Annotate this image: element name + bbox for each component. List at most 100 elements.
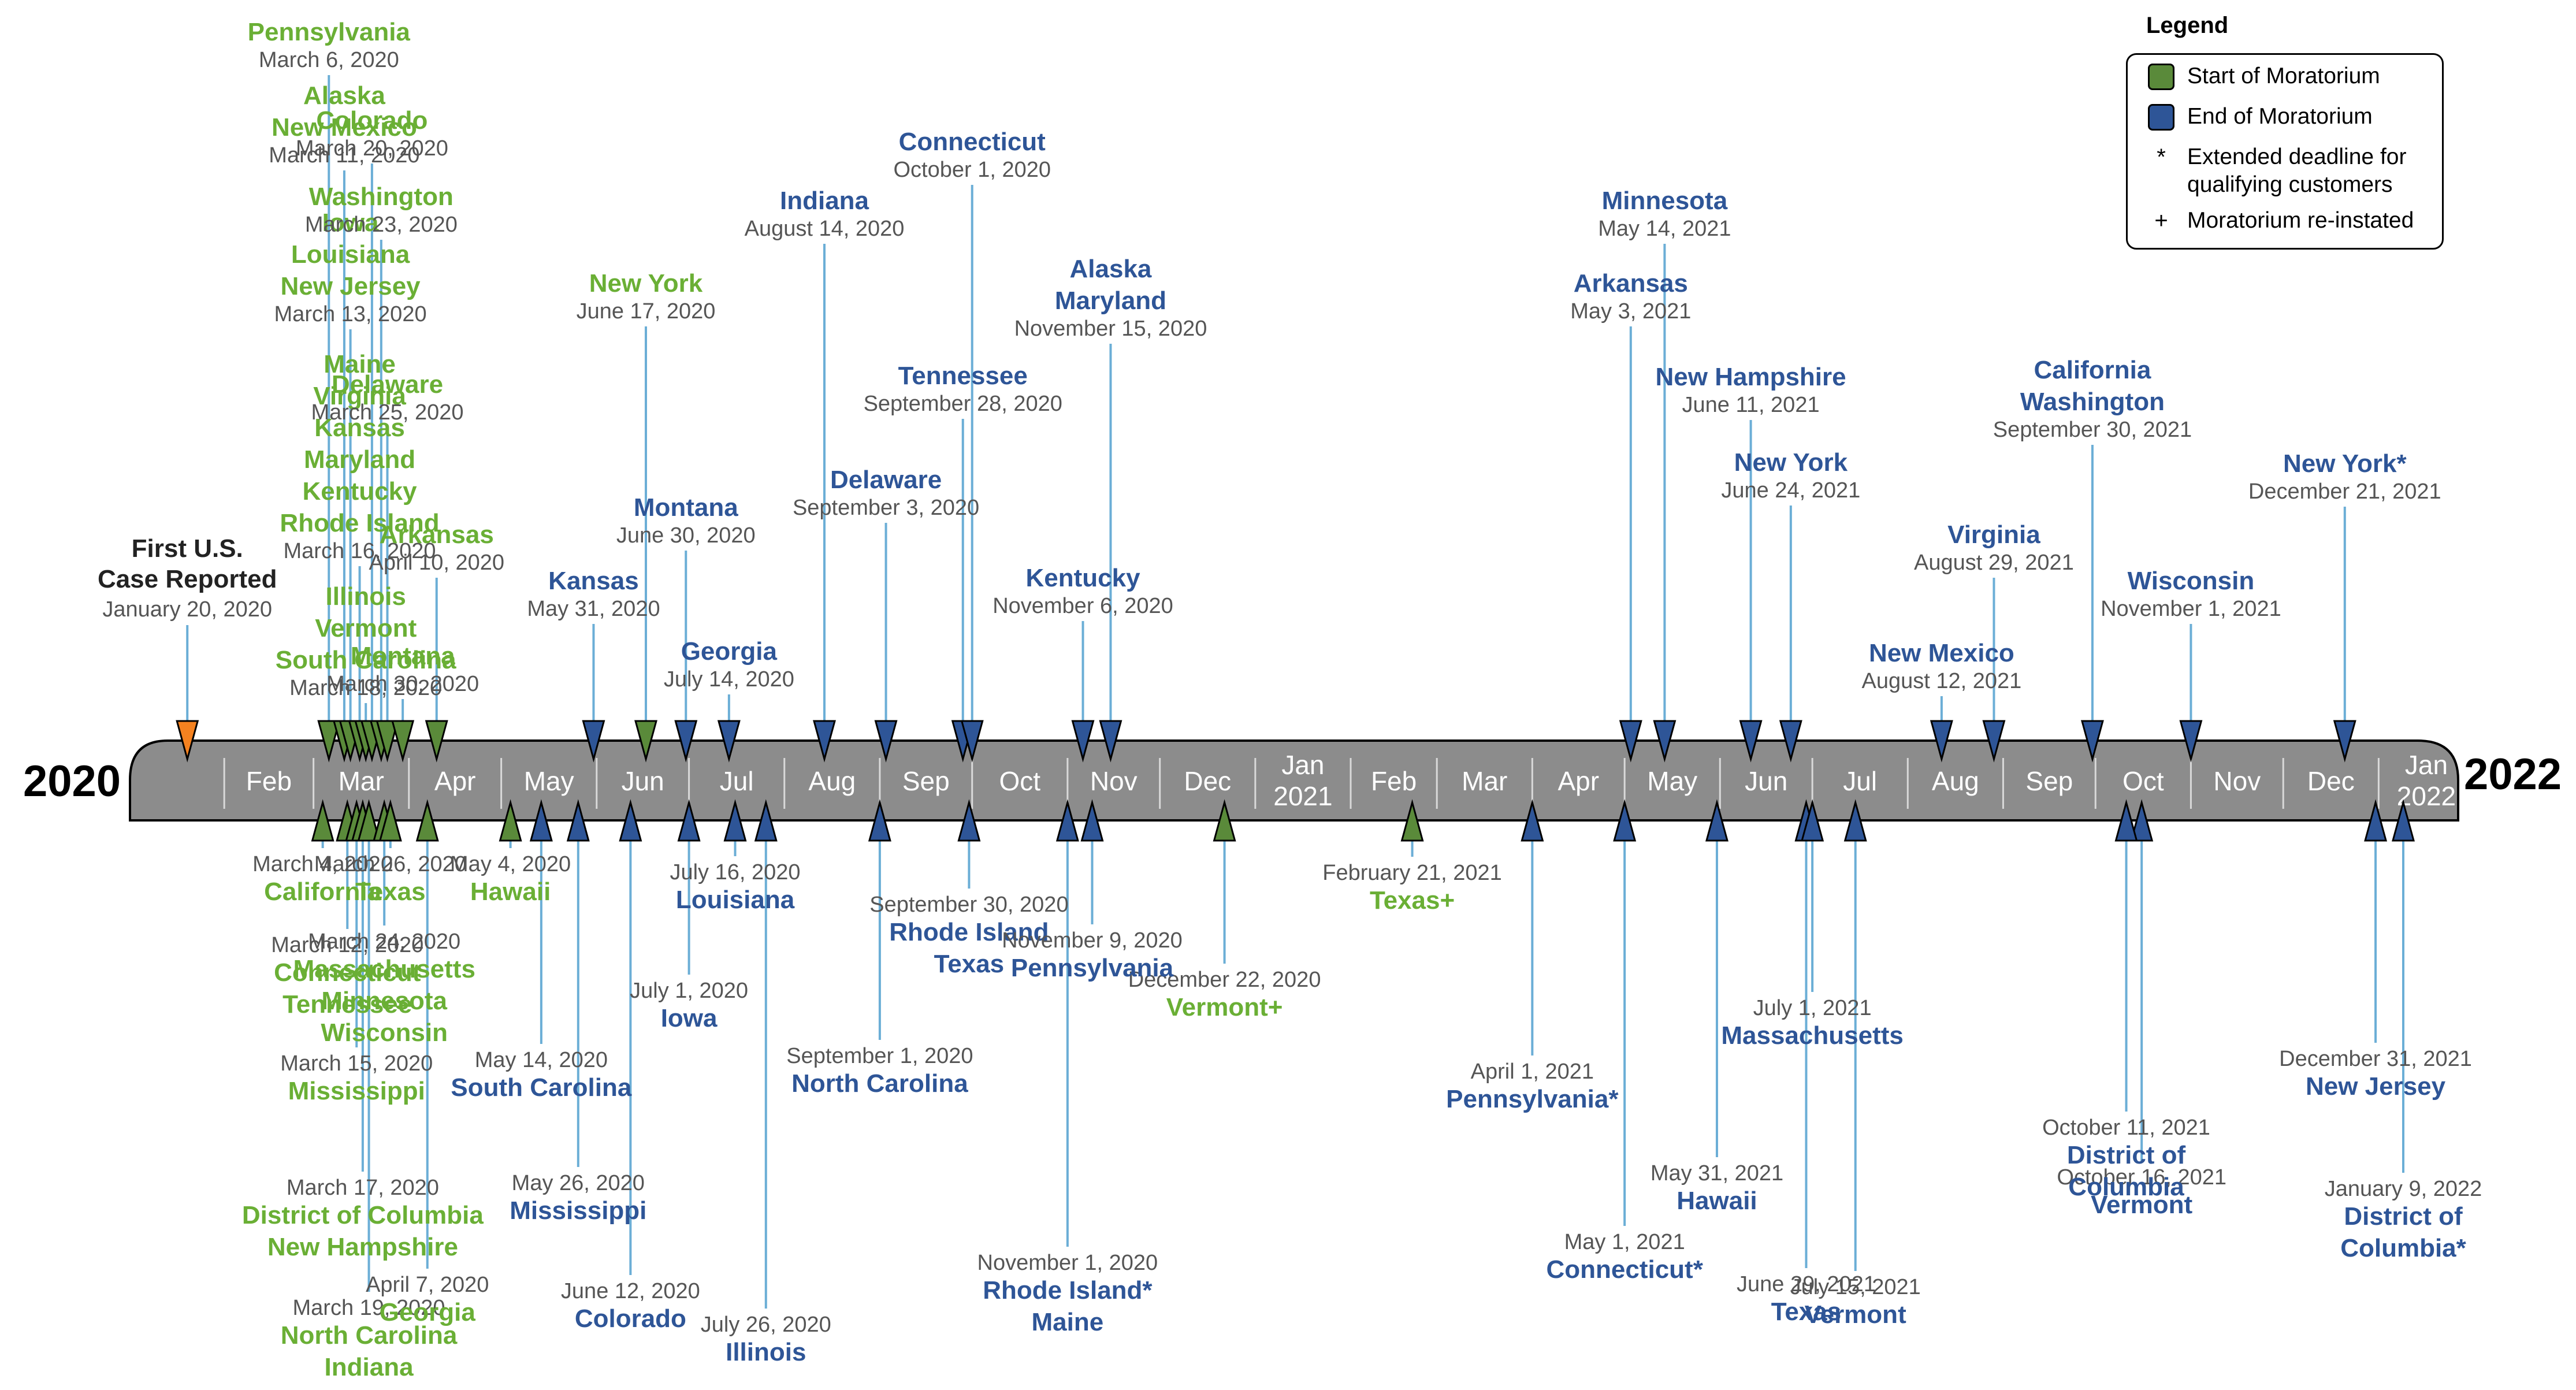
first-case-group: First U.S. Case Reported January 20, 202… [98, 534, 277, 622]
date-end-indiana: August 14, 2020 [745, 217, 905, 241]
month-label: Sep [2025, 766, 2073, 796]
date-end-south-carolina: May 14, 2020 [475, 1048, 608, 1072]
date-start-colorado: March 20, 2020 [296, 136, 448, 161]
date-end-tennessee: September 28, 2020 [864, 392, 1062, 416]
legend-title: Legend [2146, 13, 2229, 38]
label-end-pennsylvania: Pennsylvania [1011, 954, 1174, 982]
label-start-maine: Kansas [314, 414, 405, 442]
label-end-illinois: Illinois [726, 1338, 806, 1366]
month-label: Apr [1558, 766, 1599, 796]
label-end-new-jersey: New Jersey [2306, 1072, 2446, 1101]
plus-icon: + [2154, 208, 2168, 233]
label-end-delaware: Delaware [830, 466, 942, 494]
date-end-colorado: June 12, 2020 [561, 1279, 700, 1303]
marker-end-hawaii [1705, 799, 1729, 842]
marker-end-louisiana [723, 799, 747, 842]
date-start-pennsylvania: March 6, 2020 [259, 48, 399, 72]
date-end-pennsylvania: April 1, 2021 [1471, 1060, 1594, 1084]
label-start-alaska: Alaska [303, 81, 385, 110]
date-start-mississippi: March 15, 2020 [280, 1051, 433, 1076]
marker-end-connecticut [1613, 799, 1637, 842]
date-end-delaware: September 3, 2020 [793, 496, 979, 520]
date-end-pennsylvania: November 9, 2020 [1002, 928, 1183, 953]
label-end-louisiana: Louisiana [676, 886, 795, 914]
marker-end-indiana [813, 720, 836, 763]
first-case-title-line2: Case Reported [98, 565, 277, 593]
marker-end-new-hampshire [1739, 720, 1763, 763]
label-end-montana: Montana [634, 493, 738, 522]
label-end-hawaii: Hawaii [1677, 1187, 1757, 1215]
timeline-bar [129, 739, 2459, 822]
date-start-hawaii: May 4, 2020 [450, 852, 571, 876]
marker-end-california [2080, 720, 2104, 763]
date-start-georgia: April 7, 2020 [366, 1273, 489, 1297]
marker-end-pennsylvania [1521, 799, 1544, 842]
date-start-montana: March 30, 2020 [326, 672, 479, 696]
legend-reinstated-label: Moratorium re-instated [2187, 208, 2414, 233]
marker-start-vermont [1213, 799, 1236, 842]
date-start-north-carolina: March 19, 2020 [293, 1296, 445, 1320]
month-label: Aug [1932, 766, 1979, 796]
label-end-rhode-island: Rhode Island* [983, 1276, 1153, 1304]
month-label: Jan [2405, 750, 2448, 780]
date-start-new-york: June 17, 2020 [577, 299, 716, 324]
date-end-texas: June 29, 2021 [1737, 1272, 1876, 1296]
label-start-vermont: Vermont+ [1166, 993, 1283, 1021]
first-case-date: January 20, 2020 [102, 597, 272, 622]
marker-start-california [311, 799, 334, 842]
label-end-georgia: Georgia [681, 637, 778, 666]
start-swatch-icon [2148, 64, 2174, 90]
label-end-colorado: Colorado [575, 1304, 686, 1333]
label-end-california: California [2034, 356, 2151, 384]
month-label: Oct [2122, 766, 2164, 796]
label-end-vermont: Vermont [2091, 1191, 2192, 1219]
marker-end-mississippi [566, 799, 590, 842]
label-start-iowa: Louisiana [291, 240, 410, 269]
label-end-connecticut: Connecticut [899, 128, 1046, 156]
label-start-massachusetts: Massachusetts [293, 955, 475, 983]
date-end-hawaii: May 31, 2021 [1651, 1161, 1783, 1185]
label-start-new-york: New York [589, 269, 703, 298]
date-start-delaware: March 25, 2020 [311, 400, 463, 425]
date-end-vermont: July 15, 2021 [1790, 1275, 1921, 1299]
label-end-arkansas: Arkansas [1574, 269, 1688, 298]
label-end-massachusetts: Massachusetts [1721, 1021, 1903, 1050]
year-2022-label: 2022 [2464, 750, 2562, 799]
year-2020-label: 2020 [23, 757, 121, 806]
label-end-rhode-island: Maine [1032, 1308, 1104, 1336]
date-start-alaska: March 11, 2020 [269, 143, 419, 168]
date-end-kansas: May 31, 2020 [527, 597, 660, 621]
month-label: Mar [1462, 766, 1507, 796]
label-end-new-york: New York* [2283, 449, 2407, 478]
label-start-california: California [264, 878, 381, 906]
marker-start-pennsylvania [317, 720, 341, 763]
month-label: Aug [808, 766, 856, 796]
date-start-arkansas: April 10, 2020 [369, 551, 504, 575]
month-year-label: 2021 [1273, 781, 1332, 811]
label-start-arkansas: Arkansas [380, 521, 494, 549]
label-start-illinois: Illinois [326, 582, 406, 611]
date-end-minnesota: May 14, 2021 [1598, 217, 1731, 241]
marker-start-montana [391, 720, 415, 763]
date-end-virginia: August 29, 2021 [1914, 551, 2074, 575]
marker-end-alaska [1099, 720, 1122, 763]
marker-end-massachusetts [1801, 799, 1824, 842]
marker-end-rhode-island [957, 799, 981, 842]
date-start-illinois: March 18, 2020 [289, 676, 442, 700]
label-end-kentucky: Kentucky [1025, 564, 1140, 592]
marker-end-virginia [1982, 720, 2006, 763]
label-end-vermont: Vermont [1805, 1300, 1906, 1329]
date-end-district-of: October 11, 2021 [2042, 1116, 2210, 1140]
label-start-massachusetts: Wisconsin [321, 1019, 448, 1047]
date-end-connecticut: October 1, 2020 [893, 158, 1051, 182]
label-end-tennessee: Tennessee [898, 362, 1028, 390]
label-start-illinois: South Carolina [276, 646, 456, 674]
label-end-texas: Texas [1771, 1298, 1842, 1326]
label-start-montana: Montana [351, 642, 455, 670]
marker-end-vermont [1843, 799, 1867, 842]
month-label: Feb [1371, 766, 1417, 796]
marker-end-kentucky [1071, 720, 1095, 763]
